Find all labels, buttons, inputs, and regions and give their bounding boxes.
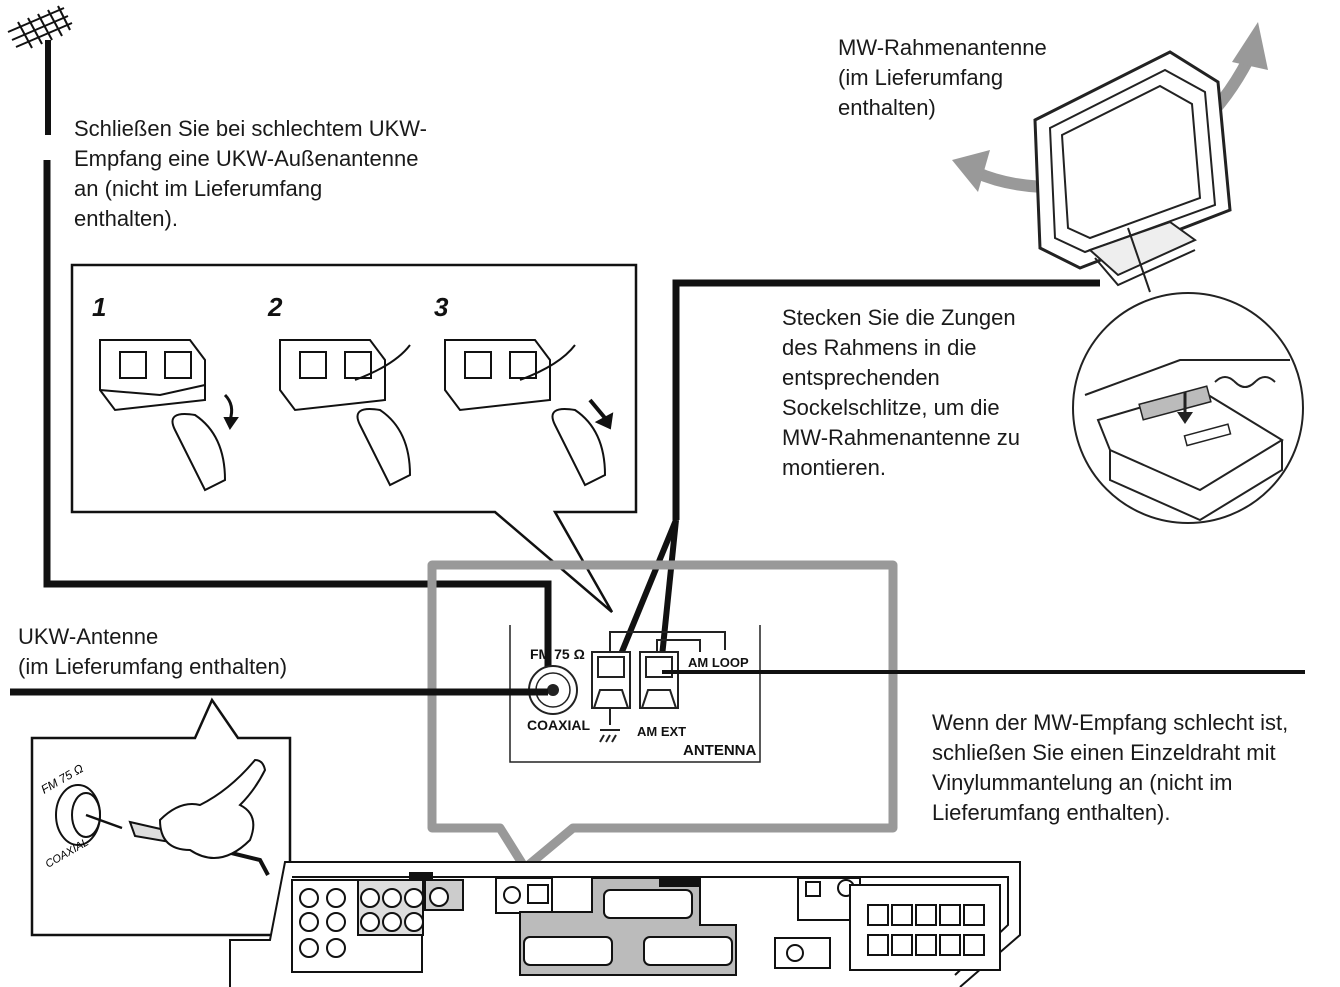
callout-line: Schließen Sie bei schlechtem UKW- [74,116,427,141]
panel-fm-label: FM 75 Ω [530,646,585,662]
fm-antenna-callout: UKW-Antenne (im Lieferumfang enthalten) [18,622,287,682]
callout-line: Sockelschlitze, um die [782,395,1000,420]
callout-line: Empfang eine UKW-Außenantenne [74,146,419,171]
fm-coax-plug-icon [55,758,270,876]
am-wire-callout: Wenn der MW-Empfang schlecht ist, schlie… [932,708,1288,828]
callout-line: Wenn der MW-Empfang schlecht ist, [932,710,1289,735]
panel-highlight-frame [427,560,898,873]
callout-line: Stecken Sie die Zungen [782,305,1016,330]
step-number-1: 1 [92,292,107,322]
panel-am-loop-label: AM LOOP [688,655,749,670]
step-number-2: 2 [268,292,283,322]
panel-coaxial-label: COAXIAL [527,717,590,733]
callout-line: MW-Rahmenantenne [838,35,1047,60]
am-loop-antenna-icon [952,22,1268,287]
step-3-clip-icon [444,339,614,487]
callout-line: montieren. [782,455,886,480]
fm-outdoor-callout: Schließen Sie bei schlechtem UKW- Empfan… [74,114,427,234]
callout-line: enthalten). [74,206,178,231]
am-loop-cable [672,279,1100,520]
outdoor-fm-antenna-icon [7,5,73,135]
panel-am-ext-label: AM EXT [637,724,686,739]
am-base-detail-icon [1072,227,1304,524]
callout-line: Vinylummantelung an (nicht im [932,770,1233,795]
fm-plug-inset [30,697,292,937]
callout-line: (im Lieferumfang [838,65,1004,90]
callout-line: schließen Sie einen Einzeldraht mit [932,740,1276,765]
am-assembly-callout: Stecken Sie die Zungen des Rahmens in di… [782,303,1020,483]
callout-line: Lieferumfang enthalten). [932,800,1171,825]
callout-line: MW-Rahmenantenne zu [782,425,1021,450]
step-number-3: 3 [434,292,449,322]
callout-line: entsprechenden [782,365,940,390]
callout-line: des Rahmens in die [782,335,977,360]
steps-callout-box [70,263,638,613]
panel-antenna-label: ANTENNA [683,742,756,759]
callout-line: UKW-Antenne [18,624,159,649]
fm-outdoor-cable [43,160,552,690]
callout-line: (im Lieferumfang enthalten) [18,654,288,679]
callout-line: an (nicht im Lieferumfang [74,176,323,201]
callout-line: enthalten) [838,95,936,120]
receiver-rear-panel [229,861,1021,987]
am-loop-callout: MW-Rahmenantenne (im Lieferumfang enthal… [838,33,1047,123]
step-2-clip-icon [279,339,412,487]
step-1-clip-icon [99,339,239,492]
antenna-terminal-panel [509,625,761,763]
